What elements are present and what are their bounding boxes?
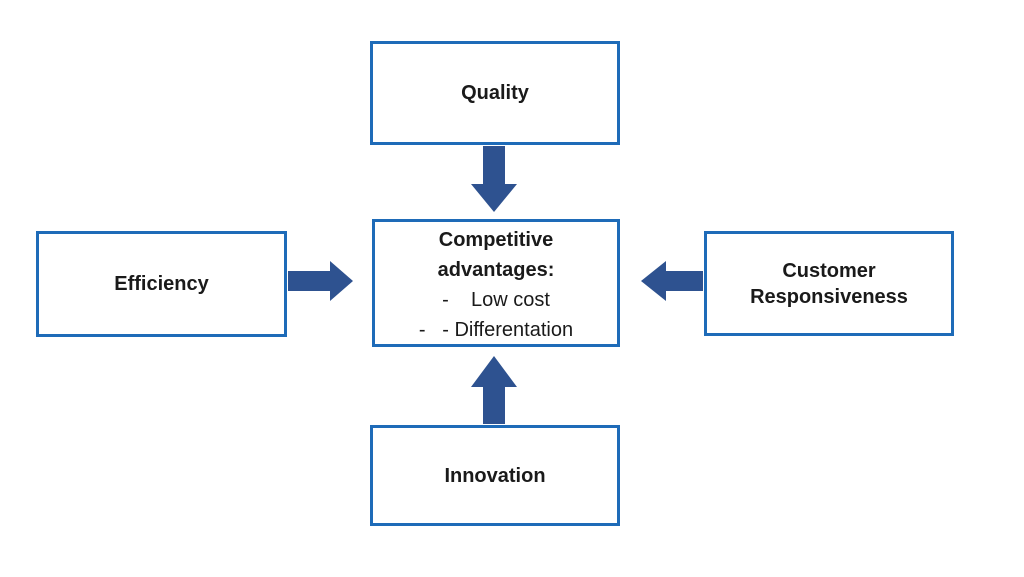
competitive-advantages-bullet-low-cost: - Low cost	[442, 289, 550, 311]
arrow-efficiency-to-center-icon	[288, 261, 353, 301]
node-quality-label: Quality	[461, 82, 529, 104]
arrow-quality-to-center-icon	[471, 146, 517, 212]
node-innovation: Innovation	[370, 425, 620, 526]
node-competitive-advantages: Competitive advantages: - Low cost - - D…	[372, 219, 620, 347]
node-efficiency: Efficiency	[36, 231, 287, 337]
arrow-innovation-to-center-icon	[471, 356, 517, 424]
node-competitive-advantages-content: Competitive advantages: - Low cost - - D…	[375, 222, 617, 345]
node-customer-responsiveness: Customer Responsiveness	[704, 231, 954, 336]
node-quality: Quality	[370, 41, 620, 145]
competitive-advantages-title-line1: Competitive	[438, 229, 554, 251]
node-customer-responsiveness-label: Customer Responsiveness	[750, 259, 908, 308]
node-innovation-label: Innovation	[444, 464, 546, 487]
arrow-customer-to-center-icon	[641, 261, 703, 301]
competitive-advantages-bullet-differentation: - - Differentation	[418, 319, 574, 341]
node-efficiency-label: Efficiency	[114, 273, 209, 295]
competitive-advantages-title-line2: advantages:	[437, 259, 555, 281]
